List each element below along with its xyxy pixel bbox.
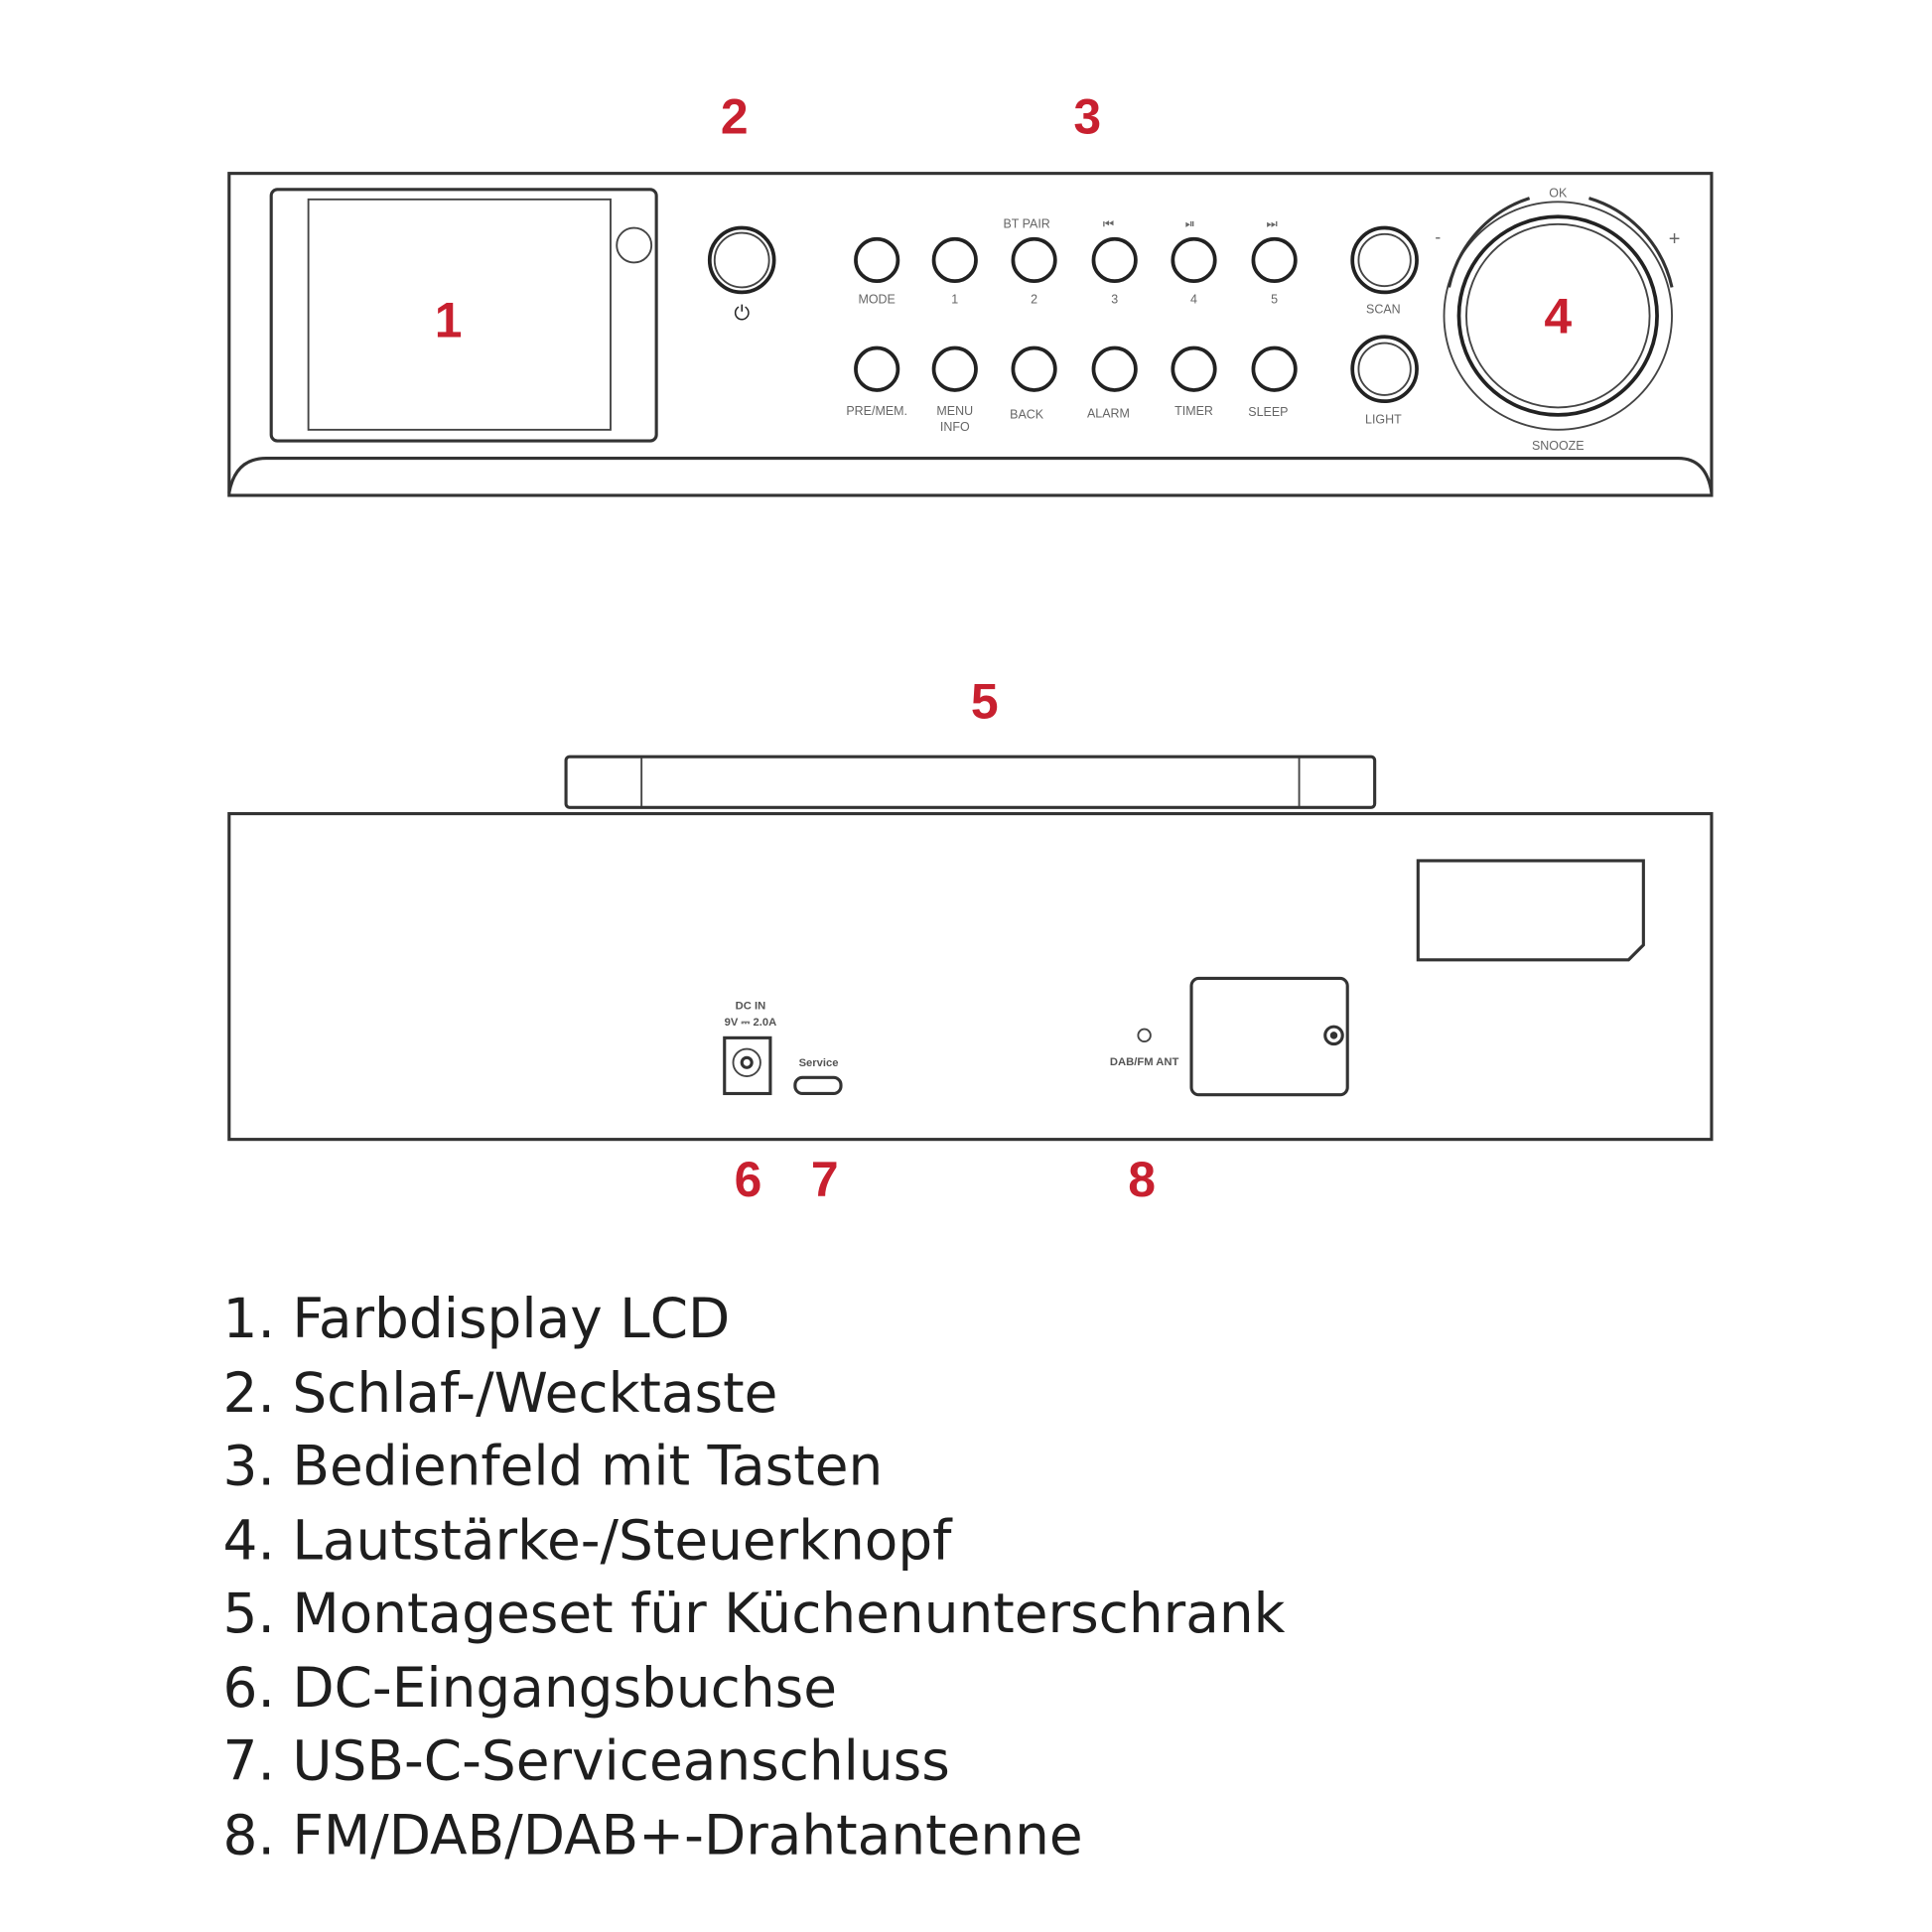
back-panel: DC IN 9V ⎓ 2.0A Service DAB/FM ANT <box>227 755 1714 1142</box>
front-panel: 1 ⏻ BT PAIR ⏮ ⏯ ⏭ MODE 1 2 3 4 5 PRE/MEM… <box>227 172 1714 497</box>
display-bezel <box>269 188 658 443</box>
knob-outer-ring <box>1443 201 1673 431</box>
dc-jack-pin <box>740 1055 754 1069</box>
menu-label: MENU <box>936 404 973 418</box>
dc-jack-ring <box>732 1047 761 1077</box>
light-button-ring <box>1357 342 1412 396</box>
front-lip <box>227 456 1714 493</box>
legend-item: 6. DC-Eingangsbuchse <box>223 1656 837 1720</box>
dc-in-jack <box>723 1035 772 1096</box>
service-label: Service <box>799 1057 839 1069</box>
alarm-button[interactable] <box>1091 345 1138 392</box>
callout-3: 3 <box>1073 89 1101 145</box>
preset-5-button[interactable] <box>1251 236 1298 284</box>
info-label: INFO <box>940 420 970 434</box>
screw-center <box>1329 1032 1338 1039</box>
antenna-port <box>1137 1028 1152 1043</box>
preset-2-label: 2 <box>1031 293 1037 307</box>
timer-label: TIMER <box>1174 404 1213 418</box>
legend-item: 3. Bedienfeld mit Tasten <box>223 1435 884 1498</box>
callout-1: 1 <box>435 292 463 347</box>
power-button-ring <box>713 231 770 289</box>
power-button[interactable] <box>707 225 776 295</box>
sleep-button[interactable] <box>1251 345 1298 392</box>
front-housing <box>227 172 1714 497</box>
dc-in-label: DC IN <box>736 1001 766 1013</box>
scan-button-ring <box>1357 232 1412 288</box>
preset-3-button[interactable] <box>1091 236 1138 284</box>
alarm-label: ALARM <box>1087 406 1130 420</box>
mounting-bracket <box>564 755 1377 809</box>
preset-4-button[interactable] <box>1171 236 1217 284</box>
pre-mem-button[interactable] <box>854 345 900 392</box>
ok-label: OK <box>1549 186 1568 200</box>
callout-6: 6 <box>735 1152 762 1207</box>
mode-label: MODE <box>858 293 895 307</box>
play-pause-icon: ⏯ <box>1185 217 1195 231</box>
back-housing <box>227 812 1714 1142</box>
knob-right-arc <box>1588 197 1674 288</box>
minus-label: - <box>1435 226 1441 246</box>
knob-inner-ring <box>1465 222 1651 409</box>
preset-3-label: 3 <box>1111 293 1118 307</box>
antenna-label: DAB/FM ANT <box>1110 1056 1179 1068</box>
pre-mem-label: PRE/MEM. <box>846 404 907 418</box>
legend-item: 7. USB-C-Serviceanschluss <box>223 1729 950 1793</box>
preset-4-label: 4 <box>1190 293 1197 307</box>
scan-label: SCAN <box>1366 303 1401 317</box>
light-label: LIGHT <box>1365 413 1402 427</box>
menu-info-button[interactable] <box>931 345 978 392</box>
power-icon: ⏻ <box>734 301 750 325</box>
knob-left-arc <box>1447 197 1531 288</box>
legend-item: 1. Farbdisplay LCD <box>223 1287 731 1350</box>
plus-label: + <box>1669 228 1681 250</box>
battery-cover <box>1189 976 1349 1097</box>
screw-icon <box>1323 1025 1344 1046</box>
callout-7: 7 <box>811 1152 839 1207</box>
callout-2: 2 <box>721 89 749 145</box>
legend-item: 5. Montageset für Küchenunterschrank <box>223 1582 1286 1645</box>
legend-item: 8. FM/DAB/DAB+-Drahtantenne <box>223 1803 1083 1866</box>
back-label: BACK <box>1010 408 1044 422</box>
snooze-label: SNOOZE <box>1532 439 1585 453</box>
scan-button[interactable] <box>1350 225 1419 295</box>
volume-control-knob[interactable] <box>1456 214 1659 417</box>
timer-button[interactable] <box>1171 345 1217 392</box>
preset-1-label: 1 <box>951 293 958 307</box>
preset-2-button[interactable] <box>1011 236 1057 284</box>
legend-list: 1. Farbdisplay LCD 2. Schlaf-/Wecktaste … <box>223 1287 1286 1866</box>
back-button[interactable] <box>1011 345 1057 392</box>
light-button[interactable] <box>1350 335 1419 404</box>
preset-1-button[interactable] <box>931 236 978 284</box>
callout-5: 5 <box>971 674 999 730</box>
preset-5-label: 5 <box>1271 293 1278 307</box>
callout-8: 8 <box>1128 1152 1156 1207</box>
bt-pair-label: BT PAIR <box>1003 217 1049 231</box>
usb-c-port <box>793 1075 843 1096</box>
sensor-icon <box>616 226 653 264</box>
callout-4: 4 <box>1544 289 1572 345</box>
next-icon: ⏭ <box>1266 217 1277 231</box>
mode-button[interactable] <box>854 236 900 284</box>
lcd-display <box>307 198 612 431</box>
prev-icon: ⏮ <box>1103 217 1114 231</box>
sleep-label: SLEEP <box>1248 405 1288 419</box>
legend-item: 4. Lautstärke-/Steuerknopf <box>223 1509 954 1573</box>
dc-rating-label: 9V ⎓ 2.0A <box>725 1017 777 1029</box>
legend-item: 2. Schlaf-/Wecktaste <box>223 1361 778 1425</box>
label-plate <box>1416 859 1645 962</box>
